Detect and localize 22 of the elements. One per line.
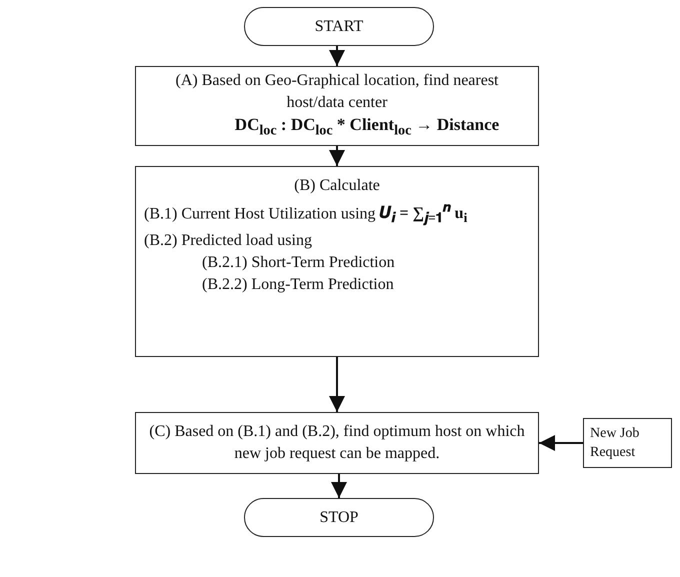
step-text: (B.2.2) Long-Term Prediction [201, 274, 395, 295]
step-text: (A) Based on Geo-Graphical location, find nearest host/data center [174, 71, 500, 114]
step-text: (B) Calculate [293, 176, 381, 196]
terminal-pill [244, 7, 434, 46]
step-text: New Job Request [590, 425, 640, 462]
step-text: (B.2.1) Short-Term Prediction [201, 252, 396, 273]
step-text: (B.2) Predicted load using [144, 230, 313, 251]
process-box [135, 412, 539, 474]
input-box [583, 418, 672, 468]
terminal-label: STOP [318, 508, 360, 528]
terminal-pill [244, 498, 434, 537]
process-box [135, 166, 539, 357]
formula-text: DC$_{loc}$ : DC$_{loc}$ * Client$_{loc}$ → Distance [234, 114, 500, 141]
arrow [331, 474, 347, 498]
arrow [329, 357, 345, 412]
arrow [329, 146, 345, 166]
arrow [329, 46, 345, 66]
step-text: (C) Based on (B.1) and (B.2), find optimum host on which new job request can be mapped. [148, 422, 526, 464]
arrow [539, 435, 583, 451]
step-text: (B.1) Current Host Utilization using 𝑼$_{𝒊}$ = ∑$_{𝒋=𝟏}$$^{𝒏}$ u$_{i}$ [144, 199, 468, 228]
terminal-label: START [314, 16, 364, 36]
process-box [135, 66, 539, 146]
